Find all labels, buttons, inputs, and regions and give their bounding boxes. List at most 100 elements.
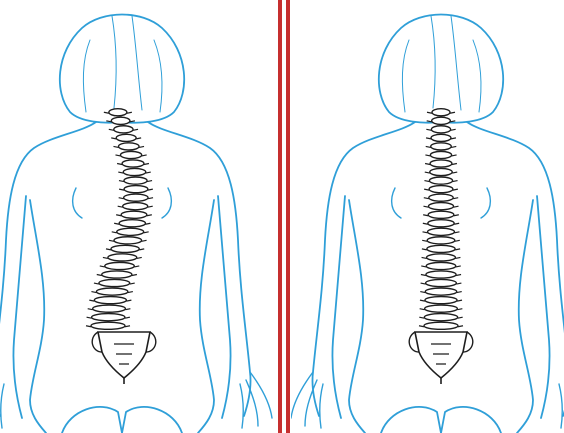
vertebra xyxy=(91,322,125,329)
vertebra-process xyxy=(450,112,455,113)
vertebra-process xyxy=(422,257,427,258)
vertebra-process xyxy=(91,292,96,293)
vertebra xyxy=(425,305,458,312)
vertebra-process xyxy=(88,309,93,310)
left-inner-arm-outline xyxy=(332,196,345,418)
vertebra xyxy=(124,186,148,193)
vertebra-process xyxy=(425,155,430,156)
sacrum xyxy=(98,332,150,378)
right-hand-outline xyxy=(240,372,272,428)
vertebra xyxy=(430,160,452,167)
right-shoulder-blade xyxy=(481,188,490,218)
vertebra-process xyxy=(456,266,461,267)
vertebra xyxy=(429,194,453,201)
vertebra-process xyxy=(125,309,130,310)
vertebra xyxy=(426,279,457,286)
vertebra xyxy=(121,211,147,218)
left-shoulder-arm-outline xyxy=(312,122,415,416)
hair-strand xyxy=(112,16,116,108)
vertebra-process xyxy=(112,232,117,233)
vertebra xyxy=(426,262,456,269)
vertebra-process xyxy=(130,121,135,122)
vertebra-process xyxy=(127,112,132,113)
vertebra xyxy=(94,297,126,304)
vertebra xyxy=(427,245,455,252)
vertebra-process xyxy=(452,155,457,156)
vertebra xyxy=(105,262,135,269)
vertebra-process xyxy=(137,257,142,258)
vertebra-process xyxy=(457,309,462,310)
hair-strand xyxy=(83,40,90,112)
vertebra xyxy=(96,288,127,295)
hair-strand xyxy=(473,40,481,112)
vertebra-process xyxy=(427,121,432,122)
spine-icon xyxy=(409,109,473,384)
vertebra-process xyxy=(104,112,109,113)
vertebra-process xyxy=(148,189,153,190)
vertebra-process xyxy=(125,317,130,318)
vertebra-process xyxy=(451,129,456,130)
vertebra-process xyxy=(87,317,92,318)
vertebra-process xyxy=(426,146,431,147)
vertebra-process xyxy=(454,206,459,207)
vertebra xyxy=(431,134,451,141)
vertebra xyxy=(118,143,139,150)
vertebra-process xyxy=(453,181,458,182)
vertebra xyxy=(430,168,452,175)
vertebra xyxy=(428,220,454,227)
vertebra-process xyxy=(147,181,152,182)
vertebra-process xyxy=(420,300,425,301)
vertebra-process xyxy=(451,146,456,147)
straight-spine-back-illustration xyxy=(291,0,564,433)
vertebra-process xyxy=(426,138,431,139)
vertebra-process xyxy=(118,206,123,207)
vertebra-process xyxy=(117,164,122,165)
vertebra-process xyxy=(426,129,431,130)
vertebra xyxy=(114,126,133,133)
divider-line-left xyxy=(278,0,282,433)
vertebra-process xyxy=(423,232,428,233)
vertebra-process xyxy=(453,189,458,190)
vertebra xyxy=(424,314,457,321)
vertebra-process xyxy=(451,138,456,139)
panel-curved-spine xyxy=(0,0,276,433)
vertebra-process xyxy=(456,283,461,284)
vertebra-process xyxy=(139,146,144,147)
left-shoulder-blade xyxy=(73,188,82,218)
vertebra xyxy=(431,143,452,150)
vertebra-process xyxy=(421,283,426,284)
vertebra-process xyxy=(453,198,458,199)
vertebra xyxy=(99,279,130,286)
vertebra-process xyxy=(427,112,432,113)
vertebra-process xyxy=(136,138,141,139)
vertebra xyxy=(123,203,148,210)
vertebra xyxy=(429,177,452,184)
vertebra xyxy=(108,254,137,261)
vertebra-process xyxy=(146,172,151,173)
vertebra-process xyxy=(139,249,144,250)
vertebra-process xyxy=(452,164,457,165)
hair-strand xyxy=(402,40,409,112)
vertebra-process xyxy=(456,275,461,276)
vertebra-process xyxy=(106,249,111,250)
panel-straight-spine xyxy=(291,0,564,433)
vertebra-process xyxy=(421,266,426,267)
right-waist-hip-outline xyxy=(517,200,533,433)
vertebra-process xyxy=(425,172,430,173)
vertebra-process xyxy=(128,292,133,293)
left-hand-outline xyxy=(291,372,323,428)
vertebra-process xyxy=(119,181,124,182)
vertebra-process xyxy=(455,249,460,250)
left-waist-hip-outline xyxy=(30,200,46,433)
vertebra-process xyxy=(119,198,124,199)
vertebra-process xyxy=(454,223,459,224)
vertebra-process xyxy=(133,129,138,130)
right-buttock-outline xyxy=(122,407,182,433)
vertebra xyxy=(427,237,455,244)
vertebra-process xyxy=(419,317,424,318)
vertebra xyxy=(425,288,456,295)
left-waist-hip-outline xyxy=(349,200,365,433)
right-waist-hip-outline xyxy=(198,200,214,433)
left-buttock-outline xyxy=(62,407,122,433)
vertebra-process xyxy=(126,300,131,301)
